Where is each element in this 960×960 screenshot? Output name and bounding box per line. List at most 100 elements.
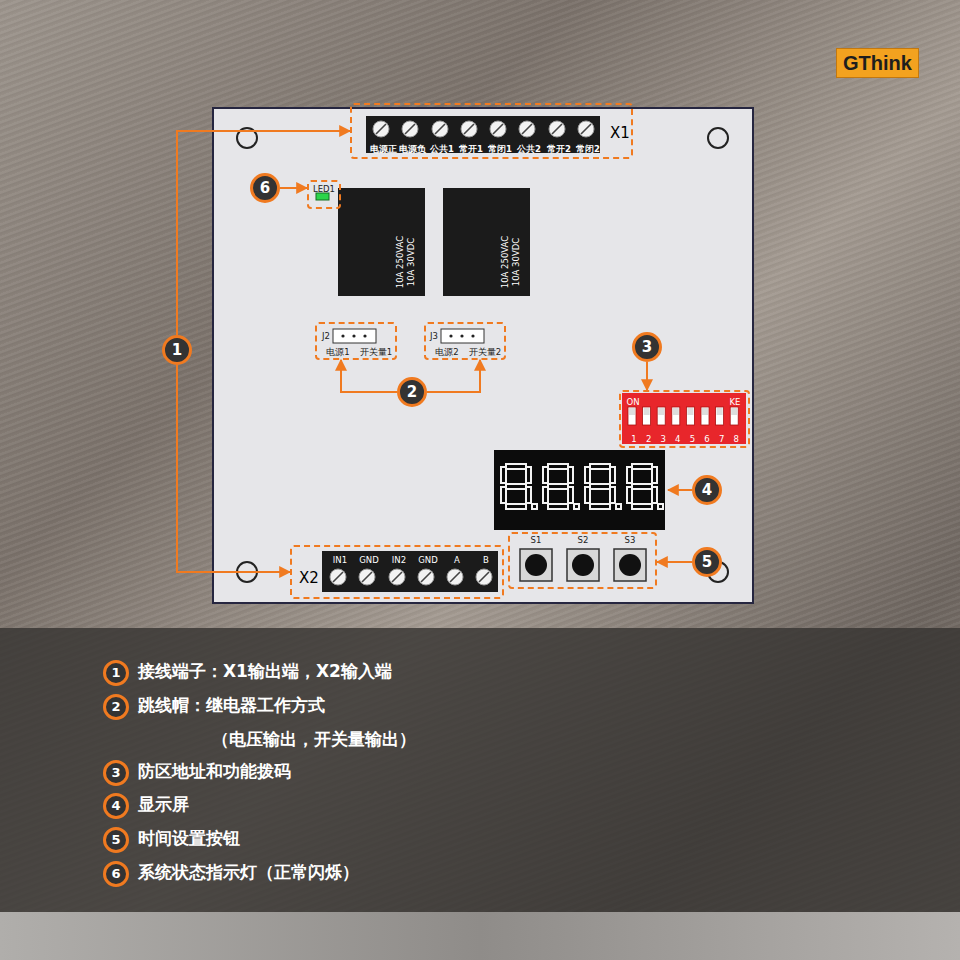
brand-logo: GThink xyxy=(836,48,919,78)
screw-head xyxy=(402,121,418,137)
relay-rating: 10A 30VDC xyxy=(512,238,521,286)
part-label: 电源负 xyxy=(399,145,426,154)
dip-switches xyxy=(628,407,738,425)
segment xyxy=(590,464,610,469)
display-digits xyxy=(501,464,663,509)
relay-1 xyxy=(338,188,425,296)
screw-slot xyxy=(493,124,503,134)
part-label: 7 xyxy=(719,435,724,444)
decimal-point xyxy=(532,504,537,509)
legend-text: 跳线帽：继电器工作方式 xyxy=(138,697,325,714)
legend-number: 6 xyxy=(103,861,129,887)
screw-head xyxy=(519,121,535,137)
part-label: KE xyxy=(730,398,741,407)
segment xyxy=(543,487,548,503)
segment xyxy=(627,487,632,503)
screw-slot xyxy=(421,572,431,582)
segment xyxy=(652,467,657,483)
leader-connector xyxy=(646,362,648,390)
segment xyxy=(501,467,506,483)
dip-slot xyxy=(716,407,724,425)
callout-region: S1S2S3 xyxy=(508,532,657,589)
segment xyxy=(506,464,526,469)
callout-number: 1 xyxy=(172,343,182,358)
legend-text: 系统状态指示灯（正常闪烁） xyxy=(138,864,359,881)
segment xyxy=(652,487,657,503)
callout-circle: 4 xyxy=(692,475,722,505)
screw-slot xyxy=(362,572,372,582)
part-label: IN2 xyxy=(392,556,406,565)
segment xyxy=(585,467,590,483)
leader-connector xyxy=(341,360,397,392)
dip-lever xyxy=(629,408,635,415)
dip-lever xyxy=(702,408,708,415)
screw-slot xyxy=(450,572,460,582)
footer-band xyxy=(0,912,960,960)
legend-text: 时间设置按钮 xyxy=(138,830,240,847)
segment xyxy=(585,487,590,503)
decimal-point xyxy=(616,504,621,509)
screw-head xyxy=(373,121,389,137)
segment xyxy=(506,504,526,509)
dip-lever xyxy=(673,408,679,415)
jumper-headers xyxy=(333,329,484,343)
segment xyxy=(610,467,615,483)
callout-circle: 1 xyxy=(162,335,192,365)
screw-head xyxy=(549,121,565,137)
part-label: 常开2 xyxy=(547,145,571,154)
part-label: S2 xyxy=(578,536,589,545)
legend-number: 3 xyxy=(103,760,129,786)
leader-connector xyxy=(657,561,692,563)
segment xyxy=(590,484,610,489)
part-label: B xyxy=(483,556,489,565)
screw-slot xyxy=(522,124,532,134)
screw-head xyxy=(418,569,434,585)
part-label: S1 xyxy=(531,536,542,545)
part-label: 电源1 xyxy=(326,348,349,357)
segment xyxy=(568,467,573,483)
leader-line xyxy=(668,489,692,491)
part-label: X2 xyxy=(299,571,319,586)
dip-slot xyxy=(672,407,680,425)
dip-lever xyxy=(658,408,664,415)
relay-rating: 10A 30VDC xyxy=(407,238,416,286)
screw-slot xyxy=(581,124,591,134)
callout-region: IN1GNDIN2GNDABX2 xyxy=(290,545,504,599)
mount-holes xyxy=(237,128,728,582)
dip-lever xyxy=(687,408,693,415)
callout-number: 4 xyxy=(702,483,712,498)
segment xyxy=(543,467,548,483)
screw-head xyxy=(359,569,375,585)
callout-number: 6 xyxy=(260,181,270,196)
part-label: 常闭2 xyxy=(576,145,600,154)
dip-lever xyxy=(731,408,737,415)
part-label: X1 xyxy=(610,126,630,141)
dip-slot xyxy=(701,407,709,425)
screw-slot xyxy=(376,124,386,134)
part-label: GND xyxy=(359,556,379,565)
legend-text: 接线端子：X1输出端，X2输入端 xyxy=(138,663,392,680)
part-label: 开关量2 xyxy=(469,348,501,357)
part-label: 公共1 xyxy=(430,145,454,154)
screw-slot xyxy=(405,124,415,134)
part-label: 5 xyxy=(690,435,695,444)
leader-connector xyxy=(177,365,290,572)
part-label: 电源正 xyxy=(370,145,397,154)
terminal-strip-x1 xyxy=(366,116,600,153)
dip-slot xyxy=(730,407,738,425)
push-buttons xyxy=(520,549,646,581)
callout-region: LED1 xyxy=(307,180,341,209)
part-label: 开关量1 xyxy=(360,348,392,357)
decimal-point xyxy=(658,504,663,509)
legend-number: 1 xyxy=(103,660,129,686)
pcb-board xyxy=(213,108,753,603)
screw-slot xyxy=(464,124,474,134)
segment xyxy=(610,487,615,503)
screw-slot xyxy=(392,572,402,582)
dip-slot xyxy=(657,407,665,425)
dip-slot xyxy=(628,407,636,425)
callout-circle: 2 xyxy=(397,377,427,407)
part-label: 1 xyxy=(631,435,636,444)
callout-number: 5 xyxy=(702,555,712,570)
part-label: J2 xyxy=(322,332,330,341)
